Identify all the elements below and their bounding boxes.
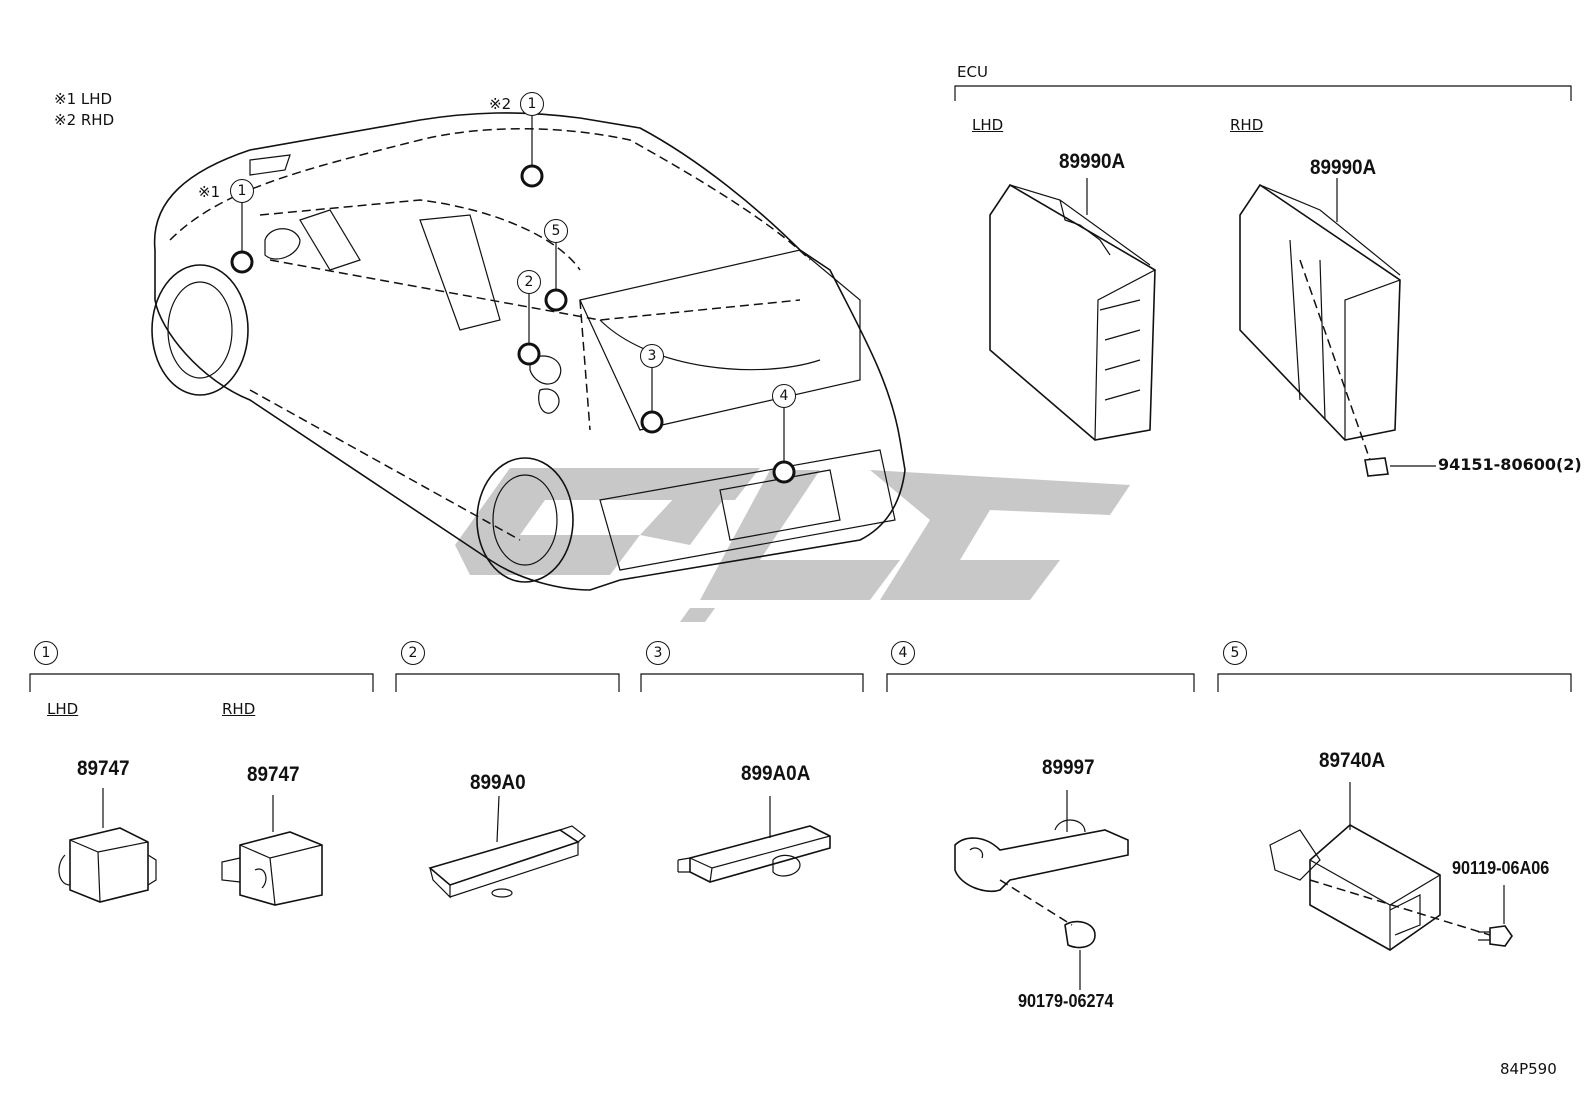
ecu-fastener-part-number: 94151-80600(2) [1438,455,1582,474]
ecu-lhd-part-number: 89990A [1059,150,1126,173]
section-2-part-number: 899A0 [470,771,526,794]
ecu-rhd-part-number: 89990A [1310,156,1377,179]
antenna-899A0-drawing [428,795,586,899]
section-4-number: 4 [891,641,915,665]
section-3-part-number: 899A0A [741,762,811,785]
section-5-fastener-part-number: 90119-06A06 [1452,858,1550,878]
section-1-number: 1 [34,641,58,665]
section-3-number: 3 [646,641,670,665]
diagram-code: 84P590 [1500,1060,1557,1078]
callout-3: 3 [640,344,664,368]
section-4-part-number: 89997 [1042,756,1095,779]
ecu-lhd-drawing [989,178,1156,441]
section-1-lhd-part-number: 89747 [77,757,130,780]
unit-89740A-drawing [1269,782,1513,951]
watermark-logo [455,468,1130,622]
section-2-number: 2 [401,641,425,665]
callout-1-rhd: 1 [520,92,544,116]
section-1-rhd-part-number: 89747 [247,763,300,786]
callout-2: 2 [517,270,541,294]
sensor-89997-drawing [954,790,1129,990]
section-1-rhd-label: RHD [222,700,256,718]
callout-4: 4 [772,384,796,408]
ecu-lhd-label: LHD [972,116,1004,134]
ecu-title: ECU [957,63,988,81]
section-5-number: 5 [1223,641,1247,665]
callout-mark-rhd: ※2 [489,95,512,113]
callout-1-lhd: 1 [230,179,254,203]
callout-mark-lhd: ※1 [198,183,221,201]
ecu-rhd-label: RHD [1230,116,1264,134]
callout-5: 5 [544,219,568,243]
sensor-89747-rhd-drawing [221,795,323,906]
vehicle-location-markers [230,115,796,484]
legend-note-rhd: ※2 RHD [54,111,115,129]
legend-note-lhd: ※1 LHD [54,90,113,108]
section-5-part-number: 89740A [1319,749,1386,772]
section-brackets [29,673,1572,692]
ecu-bracket [954,85,1572,101]
antenna-899A0A-drawing [677,796,831,883]
section-4-fastener-part-number: 90179-06274 [1018,991,1114,1011]
ecu-rhd-drawing [1239,178,1436,477]
sensor-89747-lhd-drawing [58,788,157,903]
section-1-lhd-label: LHD [47,700,79,718]
